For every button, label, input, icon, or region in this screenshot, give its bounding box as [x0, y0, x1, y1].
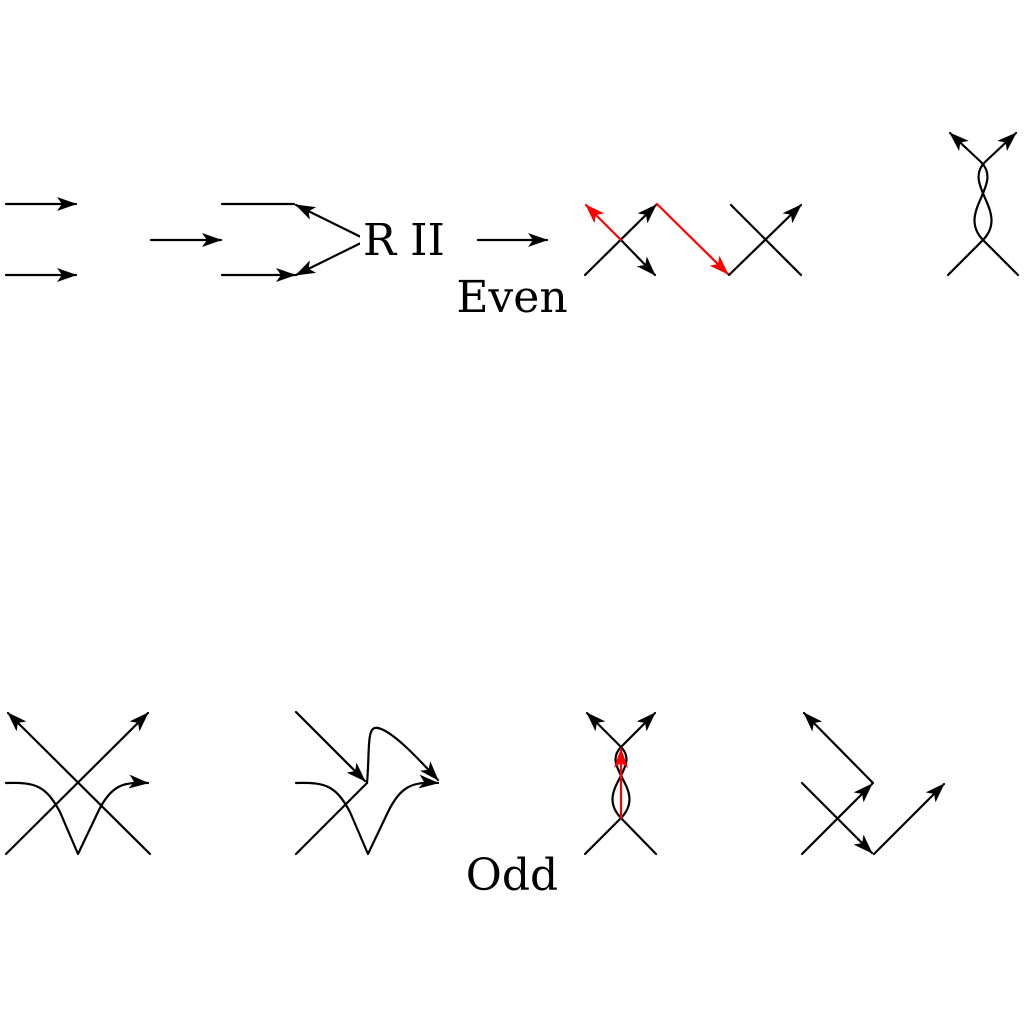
move-label: R II — [363, 215, 445, 266]
strand-arrow — [802, 711, 875, 785]
odd-twist — [583, 711, 658, 856]
crossing-strand — [4, 711, 150, 856]
odd-crossing-1 — [4, 711, 152, 856]
strand-segment — [294, 781, 369, 856]
twist-strand — [948, 131, 1020, 277]
crossing-strand — [6, 711, 152, 856]
strand-arrow — [872, 782, 946, 856]
passing-strand — [294, 774, 440, 856]
crossing-strand — [729, 203, 803, 277]
label-backdrop — [360, 214, 446, 260]
red-arrow — [655, 202, 730, 276]
odd-crossing-2 — [294, 710, 440, 856]
crossing-strand — [800, 781, 874, 855]
twisted-strands — [946, 131, 1020, 277]
odd-label: Odd — [466, 850, 558, 901]
odd-crossing-3 — [800, 711, 946, 856]
even-label: Even — [456, 272, 567, 323]
passing-strand — [4, 774, 150, 856]
strand-arrow — [294, 710, 367, 783]
even-crossings — [583, 202, 803, 277]
parallel-strands — [4, 197, 78, 282]
crossing-strand — [619, 238, 657, 277]
strand-arrow — [294, 238, 369, 277]
bigon-strands — [220, 202, 369, 282]
loop-strand — [365, 726, 440, 785]
twist-strand — [946, 131, 1018, 277]
strand-arrow — [294, 203, 369, 242]
red-arrow — [584, 203, 623, 242]
